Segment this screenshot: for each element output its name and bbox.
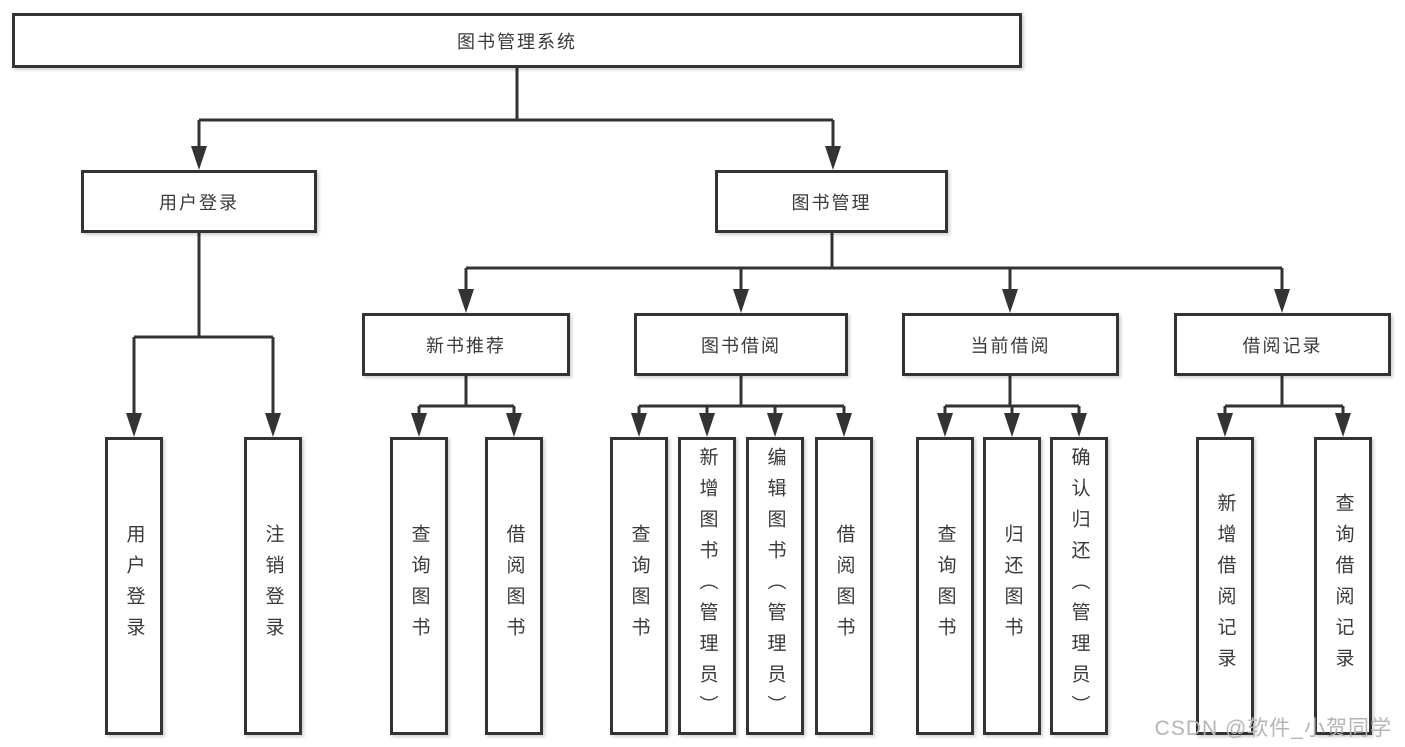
leaf-confirm-return-admin: 确认归还（管理员） xyxy=(1050,437,1108,735)
leaf-user-login-label: 用户登录 xyxy=(123,524,145,648)
leaf-borrow-books: 借阅图书 xyxy=(815,437,873,735)
node-root-label: 图书管理系统 xyxy=(457,31,577,52)
node-new-book-recommend: 新书推荐 xyxy=(362,313,570,376)
node-current-borrow: 当前借阅 xyxy=(902,313,1119,376)
node-borrow-records: 借阅记录 xyxy=(1174,313,1391,376)
node-book-borrow-label: 图书借阅 xyxy=(701,335,781,356)
leaf-add-book-admin: 新增图书（管理员） xyxy=(678,437,736,735)
node-user-login-label: 用户登录 xyxy=(159,192,239,213)
leaf-borrow-books-recommend: 借阅图书 xyxy=(485,437,543,735)
connector-book-management-children xyxy=(458,233,1290,313)
leaf-query-borrow-record: 查询借阅记录 xyxy=(1314,437,1372,735)
leaf-query-borrow-record-label: 查询借阅记录 xyxy=(1332,493,1354,679)
leaf-query-books-borrow-label: 查询图书 xyxy=(628,524,650,648)
leaf-add-borrow-record-label: 新增借阅记录 xyxy=(1214,493,1236,679)
connector-user-login-children xyxy=(126,233,281,437)
connector-book-borrow-children xyxy=(631,376,852,437)
node-book-management-label: 图书管理 xyxy=(791,192,872,213)
leaf-confirm-return-admin-label: 确认归还（管理员） xyxy=(1068,446,1090,726)
leaf-query-books-current-label: 查询图书 xyxy=(934,524,956,648)
leaf-add-borrow-record: 新增借阅记录 xyxy=(1196,437,1254,735)
leaf-query-books-recommend: 查询图书 xyxy=(390,437,448,735)
leaf-query-books-current: 查询图书 xyxy=(916,437,974,735)
leaf-query-books-borrow: 查询图书 xyxy=(610,437,668,735)
connector-borrow-records-children xyxy=(1217,376,1351,437)
connector-root-to-level2 xyxy=(191,68,841,170)
leaf-user-login: 用户登录 xyxy=(105,437,163,735)
leaf-return-book-label: 归还图书 xyxy=(1001,524,1023,648)
connector-new-book-recommend-children xyxy=(411,376,522,437)
leaf-logout-login-label: 注销登录 xyxy=(262,524,284,648)
node-new-book-recommend-label: 新书推荐 xyxy=(426,335,506,356)
leaf-edit-book-admin: 编辑图书（管理员） xyxy=(746,437,804,735)
node-book-management: 图书管理 xyxy=(715,170,948,233)
connector-current-borrow-children xyxy=(937,376,1087,437)
leaf-edit-book-admin-label: 编辑图书（管理员） xyxy=(764,446,786,726)
leaf-return-book: 归还图书 xyxy=(983,437,1041,735)
leaf-query-books-recommend-label: 查询图书 xyxy=(408,524,430,648)
node-user-login: 用户登录 xyxy=(81,170,317,233)
node-borrow-records-label: 借阅记录 xyxy=(1242,335,1323,356)
leaf-add-book-admin-label: 新增图书（管理员） xyxy=(696,446,718,726)
node-book-borrow: 图书借阅 xyxy=(634,313,848,376)
leaf-borrow-books-recommend-label: 借阅图书 xyxy=(503,524,525,648)
csdn-watermark: CSDN @软件_小贺同学 xyxy=(1154,717,1392,740)
node-root: 图书管理系统 xyxy=(12,13,1022,68)
node-current-borrow-label: 当前借阅 xyxy=(970,335,1051,356)
leaf-logout-login: 注销登录 xyxy=(244,437,302,735)
leaf-borrow-books-label: 借阅图书 xyxy=(833,524,855,648)
